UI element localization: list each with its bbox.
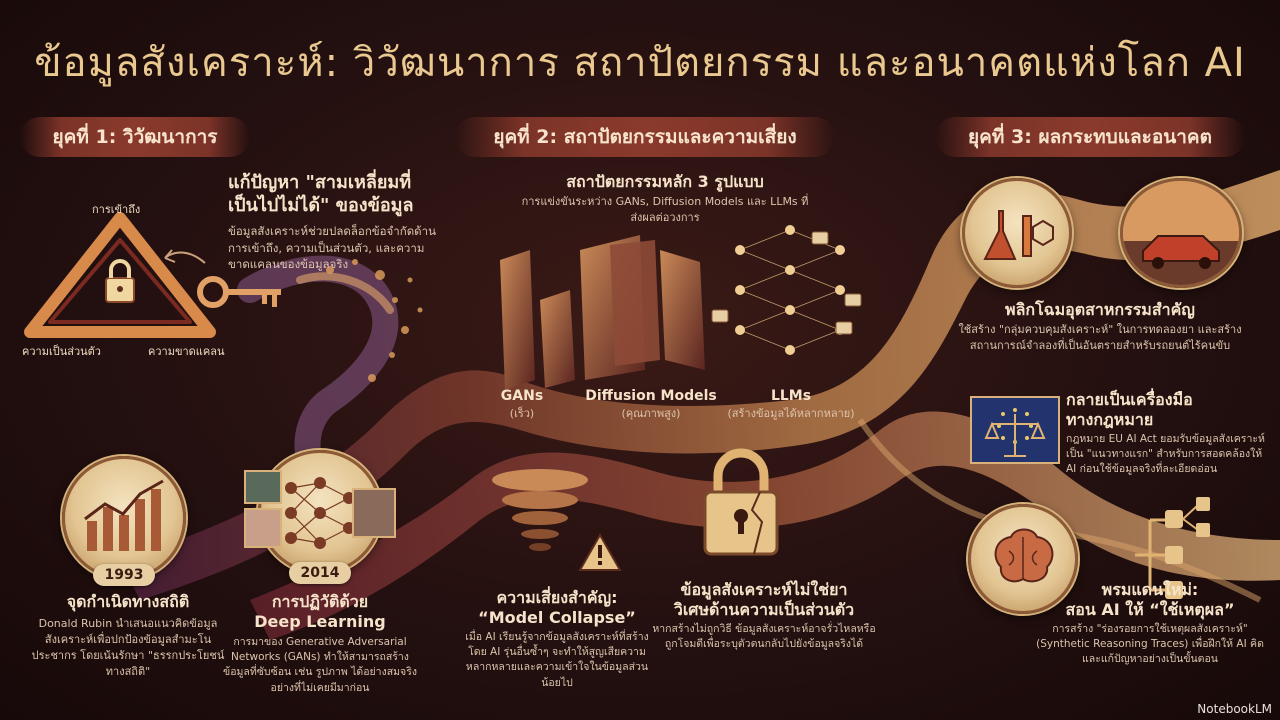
privacy-heading-1: ข้อมูลสังเคราะห์ไม่ใช่ยา [680,580,848,599]
milestone-2014-heading-1: การปฏิวัติด้วย [271,592,369,611]
trilemma-heading-1: แก้ปัญหา "สามเหลี่ยมที่ [228,172,412,193]
milestone-1993-heading: จุดกำเนิดทางสถิติ [66,592,190,611]
page-title: ข้อมูลสังเคราะห์: วิวัฒนาการ สถาปัตยกรรม… [34,40,1246,86]
growth-chart-icon [62,456,186,580]
legal-heading-2: ทางกฎหมาย [1066,410,1154,429]
model-llms: LLMs (สร้างข้อมูลได้หลากหลาย) [716,388,866,421]
industry-body: ใช้สร้าง "กลุ่มควบคุมสังเคราะห์" ในการทด… [958,323,1242,352]
architecture-subtitle: การแข่งขันระหว่าง GANs, Diffusion Models… [521,195,809,224]
model-diffusion: Diffusion Models (คุณภาพสูง) [576,388,726,421]
risk-heading-1: ความเสี่ยงสำคัญ: [496,588,618,607]
triangle-left-label: ความเป็นส่วนตัว [22,345,101,358]
notebooklm-brand: NotebookLM [1197,702,1272,716]
frontier-body: การสร้าง "ร่องรอยการใช้เหตุผลสังเคราะห์"… [1036,623,1264,666]
lab-flask-icon [962,178,1072,288]
frontier-heading-1: พรมแดนใหม่: [1101,580,1199,599]
year-badge-2014: 2014 [289,562,351,584]
privacy-heading-2: วิเศษด้านความเป็นส่วนตัว [673,600,855,619]
frontier-heading-2: สอน AI ให้ “ใช้เหตุผล” [1065,600,1235,619]
model-diffusion-name: Diffusion Models [585,388,717,404]
risk-body: เมื่อ AI เรียนรู้จากข้อมูลสังเคราะห์ที่ส… [465,631,649,689]
year-badge-1993: 1993 [93,564,155,586]
brain-icon [968,504,1078,614]
legal-heading-1: กลายเป็นเครื่องมือ [1066,390,1193,409]
trilemma-block: แก้ปัญหา "สามเหลี่ยมที่ เป็นไปไม่ได้" ขอ… [228,172,438,273]
milestone-2014-body: การมาของ Generative Adversarial Networks… [223,636,417,694]
milestone-2014: การปฏิวัติด้วย Deep Learning การมาของ Ge… [222,592,418,696]
milestone-1993: จุดกำเนิดทางสถิติ Donald Rubin นำเสนอแนว… [28,592,228,680]
era-1-banner: ยุคที่ 1: วิวัฒนาการ [20,117,250,157]
legal-body: กฎหมาย EU AI Act ยอมรับข้อมูลสังเคราะห์เ… [1066,433,1265,476]
triangle-top-label: การเข้าถึง [92,203,141,216]
model-gans: GANs (เร็ว) [482,388,562,421]
eu-flag-icon [970,396,1060,464]
trilemma-body: ข้อมูลสังเคราะห์ช่วยปลดล็อกข้อจำกัดด้านก… [228,224,436,272]
triangle-right-label: ความขาดแคลน [148,345,225,358]
model-gans-name: GANs [500,388,544,404]
child-portrait-thumbnail [244,508,282,548]
frontier-block: พรมแดนใหม่: สอน AI ให้ “ใช้เหตุผล” การสร… [1030,580,1270,668]
industry-heading: พลิกโฉมอุตสาหกรรมสำคัญ [1005,300,1195,319]
legal-block: กลายเป็นเครื่องมือ ทางกฎหมาย กฎหมาย EU A… [1066,390,1266,478]
milestone-2014-heading-2: Deep Learning [254,612,386,631]
risk-block: ความเสี่ยงสำคัญ: “Model Collapse” เมื่อ … [462,588,652,691]
model-llms-note: (สร้างข้อมูลได้หลากหลาย) [727,406,855,420]
privacy-block: ข้อมูลสังเคราะห์ไม่ใช่ยา วิเศษด้านความเป… [652,580,876,652]
risk-heading-2: “Model Collapse” [478,608,636,627]
model-diffusion-note: (คุณภาพสูง) [621,406,681,420]
trilemma-heading-2: เป็นไปไม่ได้" ของข้อมูล [228,194,414,216]
industry-block: พลิกโฉมอุตสาหกรรมสำคัญ ใช้สร้าง "กลุ่มคว… [950,300,1250,354]
autonomous-car-icon [1120,178,1242,288]
architecture-block: สถาปัตยกรรมหลัก 3 รูปแบบ การแข่งขันระหว่… [520,172,810,226]
model-gans-note: (เร็ว) [509,406,535,420]
milestone-1993-body: Donald Rubin นำเสนอแนวคิดข้อมูลสังเคราะห… [31,617,225,678]
era-2-banner: ยุคที่ 2: สถาปัตยกรรมและความเสี่ยง [455,117,835,157]
era-3-banner: ยุคที่ 3: ผลกระทบและอนาคต [935,117,1245,157]
landscape-image-thumbnail [244,470,282,504]
architecture-heading: สถาปัตยกรรมหลัก 3 รูปแบบ [566,172,764,191]
model-llms-name: LLMs [770,388,812,404]
privacy-body: หากสร้างไม่ถูกวิธี ข้อมูลสังเคราะห์อาจรั… [652,623,876,651]
portrait-image-thumbnail [352,488,396,538]
